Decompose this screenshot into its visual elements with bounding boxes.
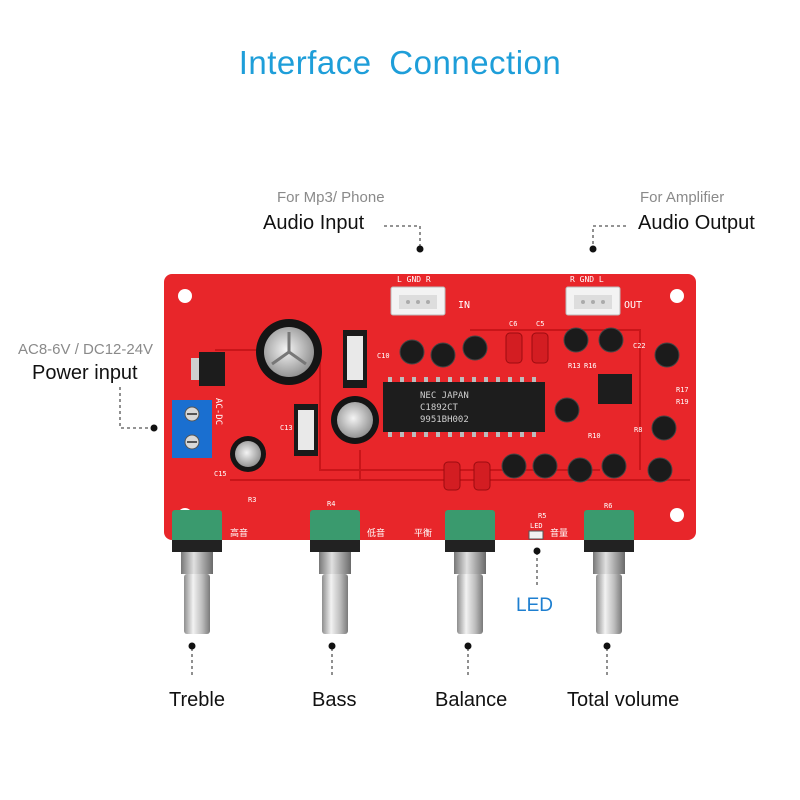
ref-r5: R5	[538, 512, 546, 520]
voltage-regulators	[294, 330, 367, 456]
audio-output-label: Audio Output	[638, 212, 755, 234]
ref-r8: R8	[634, 426, 642, 434]
cn-bass: 低音	[367, 527, 385, 539]
cn-volume: 音量	[550, 527, 568, 539]
ref-r10: R10	[588, 432, 601, 440]
ref-r13: R13	[568, 362, 581, 370]
in-pins-silkscreen: L GND R	[397, 275, 431, 284]
total-volume-knob	[584, 510, 634, 634]
chinese-knob-labels: 高音 低音 平衡 音量	[230, 527, 568, 539]
filter-capacitor-medium	[331, 396, 379, 444]
chip-marking-2: C1892CT	[420, 403, 459, 413]
bass-knob	[310, 510, 360, 634]
filter-capacitor-small	[230, 436, 266, 472]
ref-c13: C13	[280, 424, 293, 432]
leader-lines	[119, 225, 626, 678]
ref-r4: R4	[327, 500, 335, 508]
treble-knob	[172, 510, 222, 634]
ref-c22: C22	[633, 342, 646, 350]
film-capacitors	[443, 332, 549, 491]
cn-balance: 平衡	[414, 527, 432, 539]
ref-c5: C5	[536, 320, 544, 328]
led-silkscreen: LED	[530, 522, 543, 530]
small-capacitors	[399, 327, 680, 483]
tone-control-ic	[383, 377, 545, 437]
out-silkscreen: OUT	[624, 300, 642, 311]
led-label: LED	[516, 595, 553, 616]
chip-marking-3: 9951BH002	[420, 415, 469, 425]
ref-r19: R19	[676, 398, 689, 406]
ref-r3: R3	[248, 496, 256, 504]
ref-r17: R17	[676, 386, 689, 394]
ref-c10: C10	[377, 352, 390, 360]
total-volume-label: Total volume	[567, 689, 680, 711]
bridge-rectifier	[199, 352, 225, 386]
ref-r6: R6	[604, 502, 612, 510]
balance-label: Balance	[435, 689, 508, 711]
ref-r16: R16	[584, 362, 597, 370]
bass-label: Bass	[312, 689, 357, 711]
ref-c6: C6	[509, 320, 517, 328]
out-pins-silkscreen: R GND L	[570, 275, 604, 284]
audio-output-sublabel: For Amplifier	[640, 189, 725, 206]
op-amp-chip	[598, 374, 632, 404]
power-input-sublabel: AC8-6V / DC12-24V	[18, 341, 154, 358]
component-references: R3 R4 R5 R6 R8 R10 R13 R16 R17 R19 C5 C6…	[214, 320, 689, 520]
audio-input-sublabel: For Mp3/ Phone	[277, 189, 385, 206]
treble-label: Treble	[169, 689, 225, 711]
chip-marking-1: NEC JAPAN	[420, 391, 469, 401]
ref-c15: C15	[214, 470, 227, 478]
leader-dots	[150, 245, 611, 650]
power-terminal-block	[172, 400, 212, 458]
page-title: Interface Connection	[238, 44, 562, 81]
cn-treble: 高音	[230, 527, 248, 539]
ac-dc-silkscreen: AC-DC	[213, 398, 223, 425]
filter-capacitor-large	[256, 319, 322, 385]
in-silkscreen: IN	[458, 300, 470, 311]
balance-knob	[445, 510, 495, 634]
audio-input-connector	[390, 286, 446, 316]
power-input-label: Power input	[32, 362, 138, 384]
audio-input-label: Audio Input	[263, 212, 365, 234]
led-indicator	[528, 530, 544, 540]
audio-output-connector	[565, 286, 621, 316]
